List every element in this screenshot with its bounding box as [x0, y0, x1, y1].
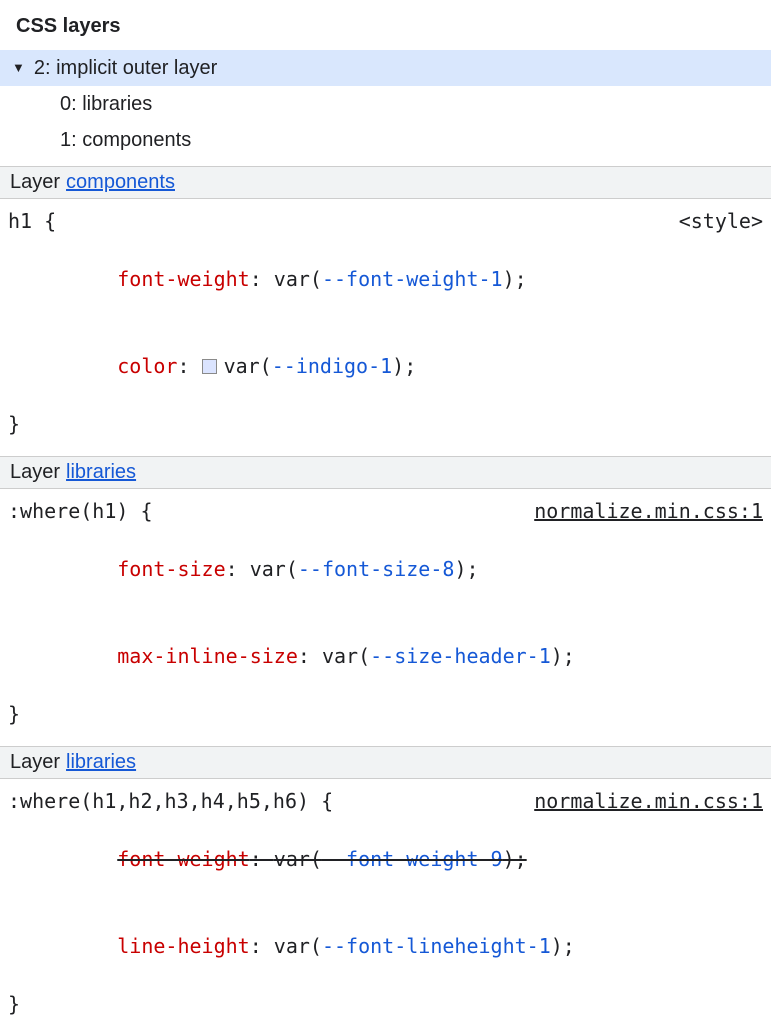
colon: : [177, 354, 202, 378]
tree-item-implicit-outer-layer[interactable]: ▼ 2: implicit outer layer [0, 50, 771, 86]
layers-tree: ▼ 2: implicit outer layer 0: libraries 1:… [0, 50, 771, 158]
source-link-stylesheet[interactable]: normalize.min.css:1 [534, 499, 763, 523]
source-link-style[interactable]: <style> [678, 209, 763, 233]
layer-link-libraries[interactable]: libraries [66, 461, 137, 483]
style-rule: :where(h1) { normalize.min.css:1 font-si… [0, 489, 771, 738]
var-function-close: ); [454, 557, 479, 581]
var-function-close: ); [392, 354, 417, 378]
declaration-overridden[interactable]: font-weight: var(--font-weight-9); [8, 816, 763, 903]
property-name[interactable]: max-inline-size [117, 644, 298, 668]
var-function-open: var( [223, 354, 272, 378]
var-function-close: ); [550, 644, 575, 668]
property-name[interactable]: font-weight [117, 847, 250, 871]
var-function-close: ); [502, 847, 527, 871]
property-name[interactable]: font-size [117, 557, 226, 581]
layer-link-libraries[interactable]: libraries [66, 751, 137, 773]
tree-item-label: 0: libraries [60, 93, 153, 115]
var-function-close: ); [502, 267, 527, 291]
css-variable-link[interactable]: --indigo-1 [271, 354, 393, 378]
css-variable-link[interactable]: --font-weight-1 [321, 267, 503, 291]
property-name[interactable]: color [117, 354, 178, 378]
declaration[interactable]: color: var(--indigo-1); [8, 323, 763, 410]
collapse-arrow-icon[interactable]: ▼ [12, 60, 25, 75]
declaration[interactable]: font-weight: var(--font-weight-1); [8, 236, 763, 323]
tree-item-label: 2: implicit outer layer [33, 57, 218, 79]
layer-word: Layer [10, 461, 61, 483]
colon: : [225, 557, 250, 581]
css-variable-link[interactable]: --size-header-1 [370, 644, 551, 668]
declaration[interactable]: line-height: var(--font-lineheight-1); [8, 903, 763, 990]
var-function-open: var( [249, 557, 298, 581]
rule-selector[interactable]: h1 { [8, 209, 57, 233]
var-function-close: ); [550, 934, 575, 958]
colon: : [297, 644, 322, 668]
close-brace: } [8, 412, 21, 436]
declaration[interactable]: max-inline-size: var(--size-header-1); [8, 613, 763, 700]
property-name[interactable]: line-height [117, 934, 250, 958]
colon: : [249, 847, 274, 871]
layer-word: Layer [10, 751, 61, 773]
property-name[interactable]: font-weight [117, 267, 250, 291]
layer-word: Layer [10, 171, 61, 193]
var-function-open: var( [273, 847, 322, 871]
close-brace: } [8, 992, 21, 1016]
rule-selector[interactable]: :where(h1) { [8, 499, 153, 523]
var-function-open: var( [273, 934, 322, 958]
source-link-stylesheet[interactable]: normalize.min.css:1 [534, 789, 763, 813]
tree-item-libraries[interactable]: 0: libraries [0, 86, 771, 122]
layer-link-components[interactable]: components [66, 171, 175, 193]
close-brace: } [8, 702, 21, 726]
colon: : [249, 267, 274, 291]
style-rule: :where(h1,h2,h3,h4,h5,h6) { normalize.mi… [0, 779, 771, 1028]
var-function-open: var( [273, 267, 322, 291]
rule-selector[interactable]: :where(h1,h2,h3,h4,h5,h6) { [8, 789, 334, 813]
color-swatch[interactable] [201, 359, 217, 374]
colon: : [249, 934, 274, 958]
var-function-open: var( [321, 644, 371, 668]
css-variable-link[interactable]: --font-size-8 [297, 557, 455, 581]
tree-item-label: 1: components [60, 129, 192, 151]
declaration[interactable]: font-size: var(--font-size-8); [8, 526, 763, 613]
tree-item-components[interactable]: 1: components [0, 122, 771, 158]
panel-title: CSS layers [16, 15, 121, 37]
css-variable-link[interactable]: --font-weight-9 [321, 847, 503, 871]
css-variable-link[interactable]: --font-lineheight-1 [321, 934, 551, 958]
style-rule: h1 { <style> font-weight: var(--font-wei… [0, 199, 771, 448]
